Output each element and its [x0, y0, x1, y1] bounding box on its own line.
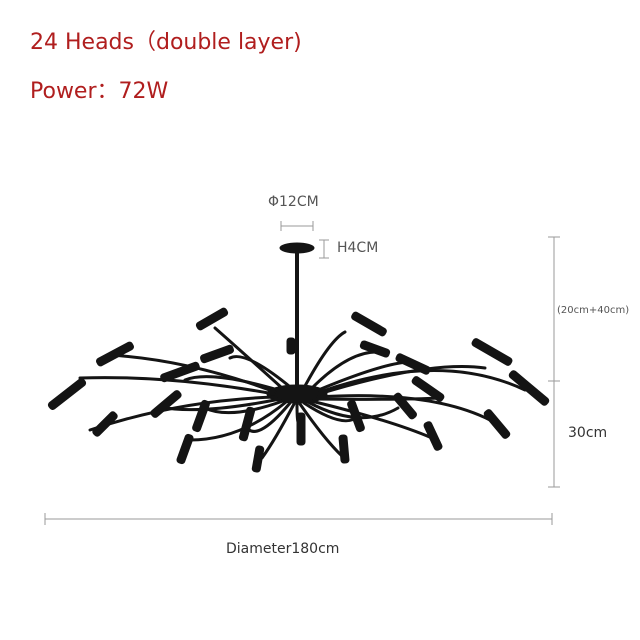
diameter-label: Diameter180cm: [226, 541, 340, 557]
heads-title: 24 Heads（double layer): [30, 30, 302, 55]
light-head-icon: [47, 307, 550, 473]
body-height-label: 30cm: [568, 425, 608, 441]
canopy-diameter-label: Φ12CM: [268, 194, 319, 210]
chandelier-fixture: [47, 242, 550, 473]
dimension-lines: [44, 221, 560, 525]
rod-adjust-label: (20cm+40cm): [557, 305, 630, 316]
canopy-height-label: H4CM: [337, 240, 379, 256]
power-title: Power：72W: [30, 79, 169, 104]
